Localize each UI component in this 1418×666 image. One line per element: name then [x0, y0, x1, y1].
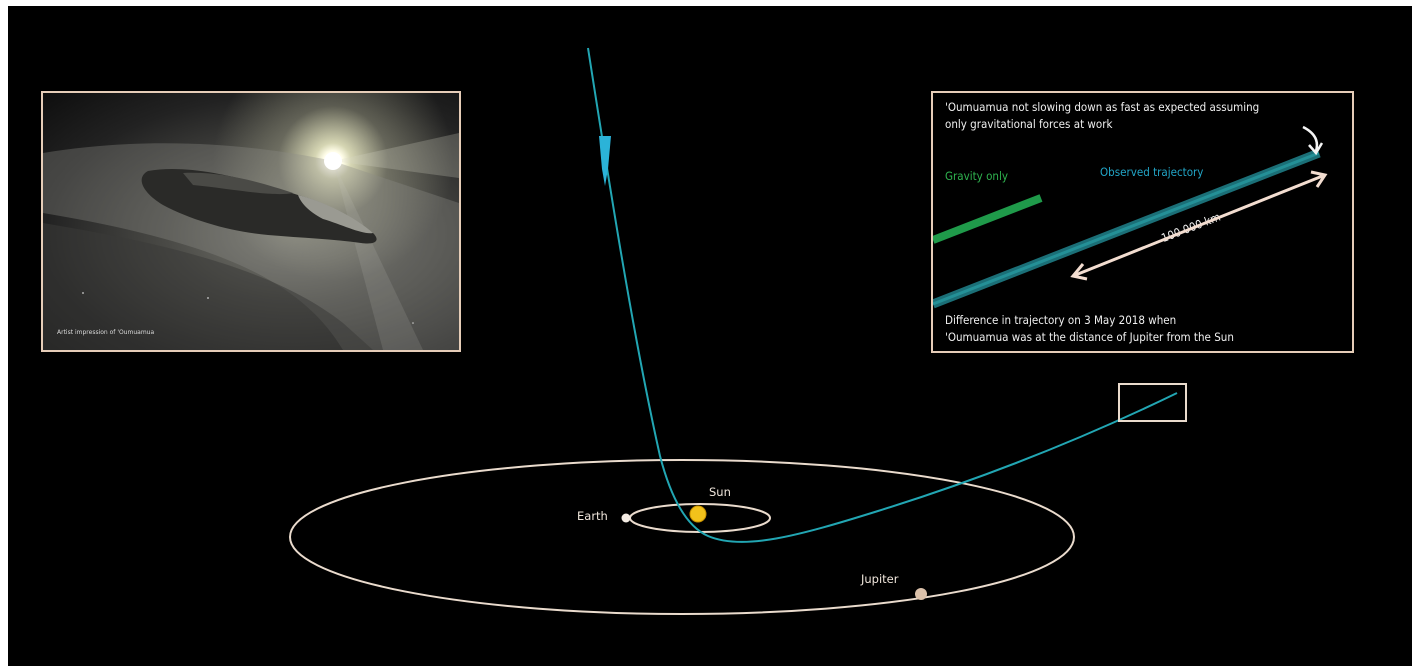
trajectory-difference-inset: 'Oumuamua not slowing down as fast as ex…	[931, 91, 1354, 353]
inset-footer-line1: Difference in trajectory on 3 May 2018 w…	[945, 313, 1177, 327]
gravity-only-line	[933, 194, 1043, 244]
sun-marker	[689, 505, 707, 523]
observed-trajectory-label: Observed trajectory	[1100, 165, 1204, 179]
jupiter-orbit	[289, 459, 1075, 615]
inset-footer-line2: 'Oumuamua was at the distance of Jupiter…	[945, 330, 1234, 344]
trajectory-path	[587, 47, 1178, 543]
trajectory-comparison-graphic	[933, 125, 1328, 309]
inset-heading-line2: only gravitational forces at work	[945, 117, 1113, 131]
earth-label: Earth	[577, 509, 608, 523]
earth-marker	[621, 513, 631, 523]
gravity-only-label: Gravity only	[945, 169, 1008, 183]
pointer-arrow	[1302, 125, 1319, 152]
diagram-canvas: Artist impression of 'Oumuamua 'Oumuamua…	[8, 6, 1412, 666]
jupiter-label: Jupiter	[861, 572, 899, 586]
distance-arrow	[1072, 173, 1326, 278]
direction-arrow	[599, 136, 611, 186]
zoom-region-box	[1118, 383, 1187, 422]
artist-impression-image	[43, 133, 459, 350]
orbit-diagram	[289, 47, 1187, 615]
sun-label: Sun	[709, 485, 731, 499]
jupiter-marker	[915, 588, 927, 600]
artist-impression-inset: Artist impression of 'Oumuamua	[41, 91, 461, 352]
photo-caption: Artist impression of 'Oumuamua	[57, 329, 155, 336]
inset-heading-line1: 'Oumuamua not slowing down as fast as ex…	[945, 100, 1260, 114]
